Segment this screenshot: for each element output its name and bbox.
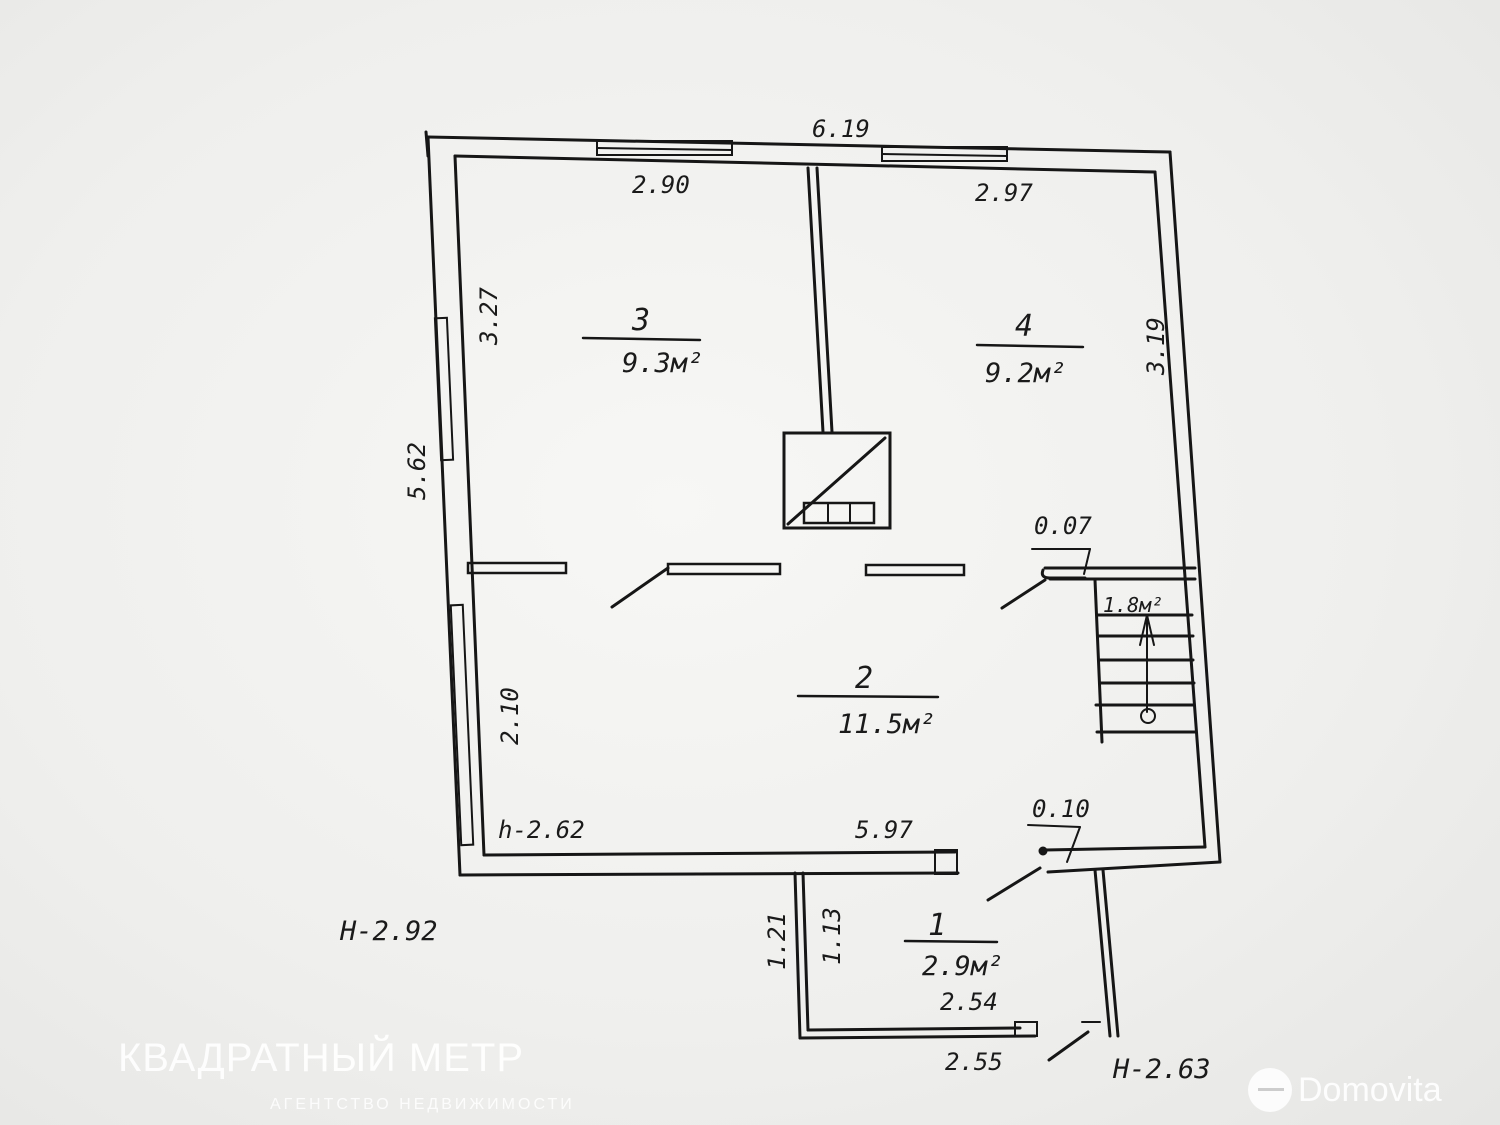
room1-divider: [903, 939, 999, 944]
partition-3-4: [806, 166, 834, 434]
porch-inner-depth: 1.13: [818, 907, 846, 965]
room2-left-depth-label: 2.10: [496, 687, 524, 745]
inner-height-mark: h-2.62: [498, 816, 585, 844]
room3-number: 3: [631, 303, 650, 338]
wall-left: [426, 135, 486, 877]
stove-icon: [782, 431, 892, 530]
porch-inner-width: 2.54: [940, 988, 998, 1016]
wall-right: [1153, 150, 1222, 864]
wall-top: [424, 130, 1172, 174]
watermark-subtitle: АГЕНТСТВО НЕДВИЖИМОСТИ: [270, 1096, 575, 1113]
room2-number: 2: [855, 661, 873, 696]
room2-area: 11.5м²: [838, 709, 936, 740]
room4-width-label: 2.97: [975, 179, 1033, 207]
room4-number: 4: [1015, 309, 1033, 344]
porch-walls: [793, 868, 1120, 1062]
room2-width-label: 5.97: [855, 816, 913, 844]
height-mark-right: H-2.63: [1112, 1054, 1211, 1085]
wall-bottom: [458, 845, 1222, 877]
room3-divider: [581, 336, 702, 342]
partition-horizontal: [466, 548, 1197, 610]
room1-number: 1: [928, 908, 946, 943]
stair-icon: [1093, 578, 1197, 744]
room3-depth-label: 3.27: [475, 287, 503, 346]
door-offset-top: 0.07: [1034, 512, 1092, 540]
room1-area: 2.9м²: [922, 951, 1003, 982]
door-offset-bottom: 0.10: [1032, 795, 1090, 823]
room4-area: 9.2м²: [985, 358, 1066, 389]
room2-divider: [796, 694, 940, 699]
domovita-brand: Domovita: [1298, 1070, 1442, 1109]
stair-area: 1.8м²: [1103, 593, 1163, 617]
room4-depth-label: 3.19: [1142, 317, 1170, 376]
room4-divider: [975, 343, 1085, 349]
room3-width-label: 2.90: [632, 171, 690, 199]
watermark-title: КВАДРАТНЫЙ МЕТР: [118, 1036, 525, 1080]
porch-outer-width: 2.55: [945, 1048, 1003, 1076]
height-mark-left: H-2.92: [339, 916, 438, 947]
overall-width-label: 6.19: [812, 115, 870, 143]
watermark-domovita: Domovita: [1248, 1068, 1442, 1112]
room3-area: 9.3м²: [622, 348, 703, 379]
domovita-logo-icon: [1248, 1068, 1292, 1112]
entry-door: [986, 824, 1081, 902]
overall-depth-label: 5.62: [403, 442, 431, 500]
porch-outer-depth: 1.21: [763, 912, 791, 970]
